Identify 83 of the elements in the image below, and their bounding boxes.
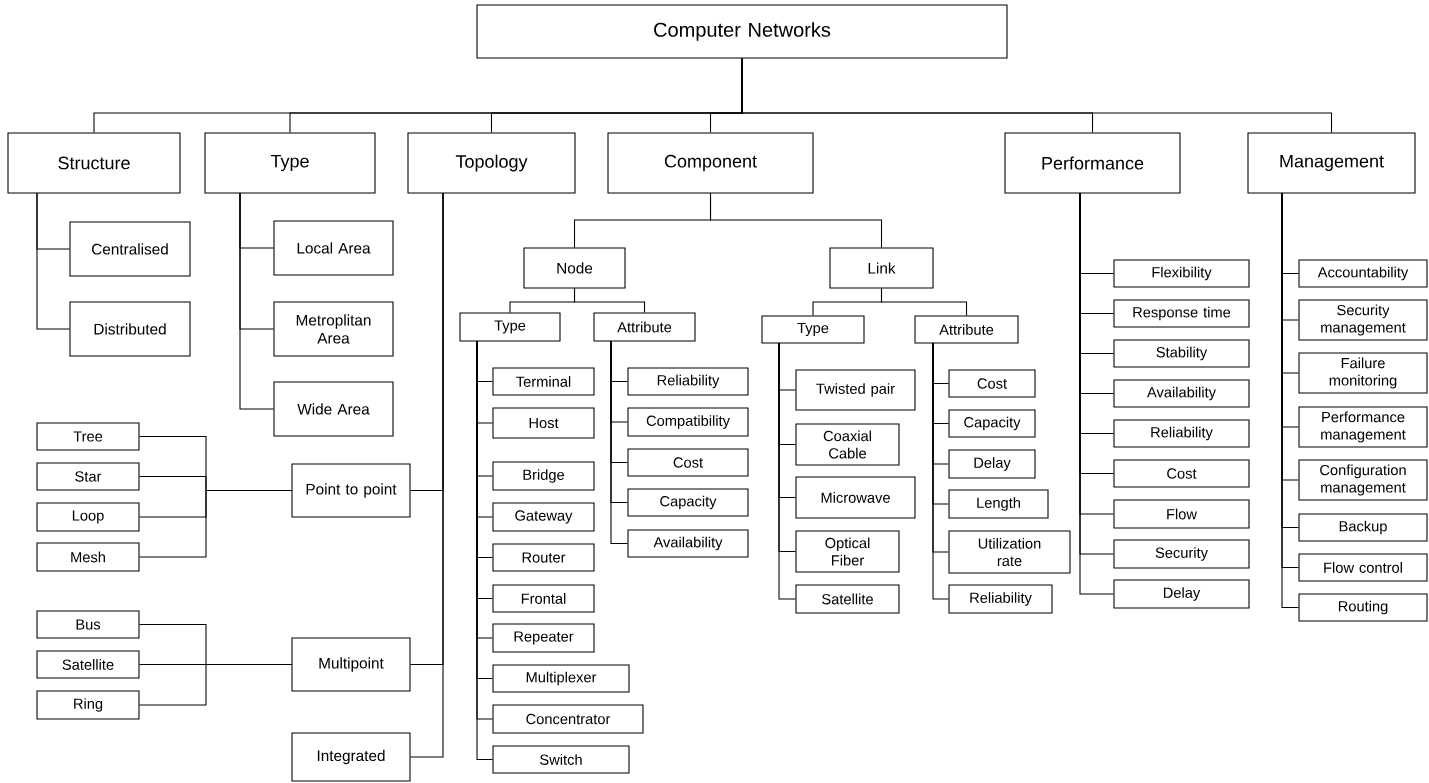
- subcategory-box: Wide Area: [273, 381, 394, 437]
- item-box: Attribute: [914, 315, 1019, 344]
- item-box: Delay: [1113, 579, 1250, 609]
- connector-line: [880, 288, 968, 316]
- item-box: Bus: [36, 610, 140, 639]
- title-box: Computer Networks: [476, 4, 1008, 59]
- item-box: Flow control: [1298, 553, 1428, 582]
- item-box: Optical Fiber: [795, 530, 900, 573]
- item-box: Satellite: [795, 584, 900, 614]
- item-box: Host: [492, 407, 595, 439]
- item-box: Failure monitoring: [1298, 352, 1428, 394]
- item-box: Microwave: [795, 476, 916, 519]
- item-box: Capacity: [948, 409, 1036, 438]
- item-box: Tree: [36, 422, 140, 451]
- subcategory-box: Centralised: [69, 221, 191, 277]
- item-box: Capacity: [627, 488, 749, 517]
- category-box: Performance: [1004, 132, 1181, 194]
- item-box: Gateway: [492, 502, 595, 532]
- connector-line: [778, 342, 796, 600]
- item-box: Bridge: [492, 461, 595, 491]
- item-box: Availability: [627, 529, 749, 558]
- item-box: Multiplexer: [492, 664, 630, 693]
- item-box: Repeater: [492, 623, 595, 653]
- connector-line: [573, 288, 646, 313]
- item-box: Accountability: [1298, 259, 1428, 288]
- category-box: Type: [204, 132, 376, 194]
- item-box: Switch: [492, 745, 630, 774]
- item-box: Reliability: [948, 584, 1053, 614]
- connector-line: [239, 192, 274, 410]
- item-box: Concentrator: [492, 704, 644, 734]
- item-box: Loop: [36, 502, 140, 532]
- item-box: Cost: [1113, 459, 1250, 488]
- connector-line: [709, 193, 883, 248]
- item-box: Flow: [1113, 499, 1250, 529]
- category-box: Component: [607, 132, 814, 194]
- item-box: Availability: [1113, 379, 1250, 408]
- item-box: Reliability: [627, 367, 749, 396]
- item-box: Security: [1113, 539, 1250, 569]
- item-box: Cost: [627, 448, 749, 477]
- item-box: Stability: [1113, 339, 1250, 368]
- item-box: Backup: [1298, 513, 1428, 542]
- item-box: Coaxial Cable: [795, 423, 900, 466]
- item-box: Flexibility: [1113, 259, 1250, 288]
- connector-line: [139, 663, 292, 706]
- item-box: Configuration management: [1298, 459, 1428, 501]
- item-box: Length: [948, 489, 1049, 519]
- item-box: Utilization rate: [948, 530, 1071, 574]
- connector-line: [36, 192, 70, 330]
- item-box: Response time: [1113, 299, 1250, 328]
- category-box: Topology: [407, 132, 576, 194]
- item-box: Type: [459, 312, 561, 342]
- subcategory-box: Local Area: [273, 220, 394, 276]
- item-box: Performance management: [1298, 406, 1428, 448]
- item-box: Attribute: [593, 312, 696, 342]
- category-box: Management: [1247, 132, 1416, 194]
- connector-line: [741, 58, 1333, 133]
- item-box: Routing: [1298, 593, 1428, 622]
- subcategory-box: Multipoint: [291, 637, 411, 692]
- subcategory-box: Metroplitan Area: [273, 301, 394, 357]
- item-box: Frontal: [492, 584, 595, 613]
- connector-line: [410, 192, 444, 758]
- item-box: Type: [761, 315, 865, 344]
- item-box: Terminal: [492, 367, 595, 396]
- item-box: Star: [36, 462, 140, 491]
- subcategory-box: Distributed: [69, 301, 191, 357]
- item-box: Twisted pair: [795, 369, 916, 411]
- item-box: Reliability: [1113, 419, 1250, 448]
- item-box: Satellite: [36, 650, 140, 679]
- connector-line: [610, 340, 628, 545]
- subcategory-box: Integrated: [291, 732, 411, 782]
- item-box: Ring: [36, 690, 140, 720]
- item-box: Delay: [948, 449, 1036, 479]
- category-box: Structure: [7, 132, 181, 194]
- item-box: Mesh: [36, 542, 140, 572]
- subcategory-box: Node: [523, 247, 626, 289]
- connector-line: [932, 342, 949, 600]
- subcategory-box: Link: [829, 247, 934, 289]
- item-box: Compatibility: [627, 407, 749, 437]
- item-box: Security management: [1298, 299, 1428, 341]
- item-box: Router: [492, 543, 595, 572]
- connector-line: [139, 489, 292, 558]
- item-box: Cost: [948, 369, 1036, 398]
- subcategory-box: Point to point: [291, 463, 411, 518]
